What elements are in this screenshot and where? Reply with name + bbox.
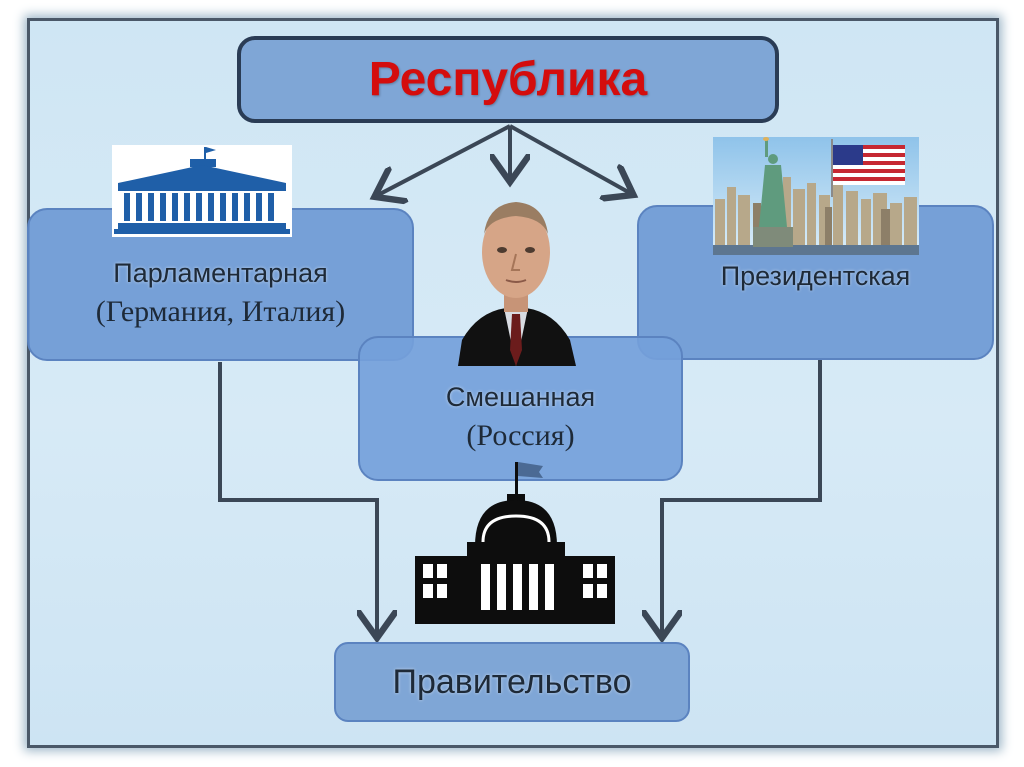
government-building-icon	[415, 462, 615, 624]
presidential-label: Президентская	[720, 261, 911, 291]
parliamentary-label: Парламентарная	[113, 258, 328, 288]
new-york-skyline-picture	[713, 137, 919, 255]
mixed-examples: (Россия)	[466, 419, 575, 452]
parliament-columns	[124, 193, 274, 221]
portrait-photo	[458, 202, 576, 366]
mixed-label: Смешанная	[445, 382, 596, 412]
parliamentary-examples: (Германия, Италия)	[95, 295, 346, 328]
government-box: Правительство	[334, 642, 690, 722]
republic-title-box: Республика	[237, 36, 779, 123]
republic-title: Республика	[368, 53, 648, 106]
us-flag-icon	[831, 139, 905, 197]
parliament-building-icon	[112, 145, 292, 237]
statue-of-liberty-icon	[753, 137, 793, 247]
government-label: Правительство	[392, 662, 632, 701]
